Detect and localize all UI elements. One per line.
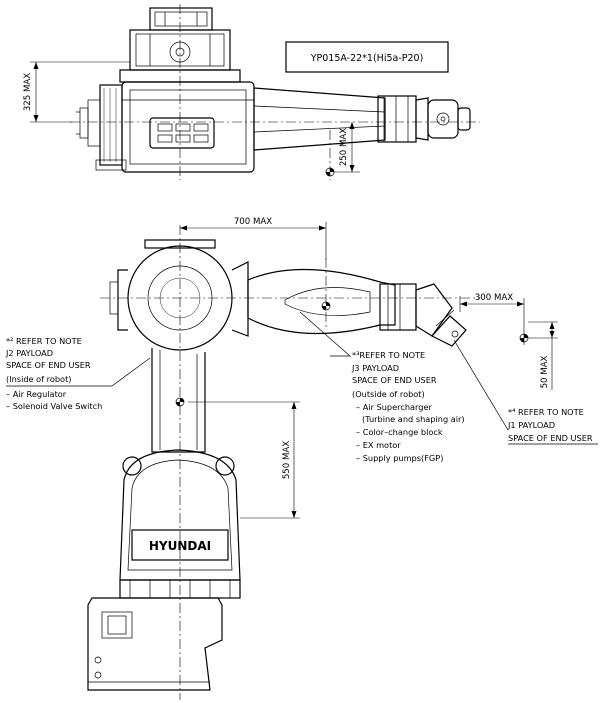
note-j1-payload: J1 PAYLOAD [507,420,555,430]
note-j2: *² REFER TO NOTE J2 PAYLOAD SPACE OF END… [5,336,102,411]
note-j2-location: (Inside of robot) [6,374,71,384]
note-j2-item: – Air Regulator [6,389,67,399]
note-j1-space: SPACE OF END USER [508,433,593,443]
note-j3-location: (Outside of robot) [352,389,425,399]
model-label: YP015A-22*1(Hi5a-P20) [310,53,424,64]
dim-300-max: 300 MAX [475,293,513,303]
note-j2-item: – Solenoid Valve Switch [6,401,102,411]
dim-550-max: 550 MAX [282,441,292,479]
top-view [30,4,480,180]
dim-250-max: 250 MAX [339,128,349,166]
dim-700-max: 700 MAX [234,217,272,227]
note-j2-payload: J2 PAYLOAD [5,348,53,358]
note-j3-item: – EX motor [356,440,401,450]
note-j3-space: SPACE OF END USER [352,375,437,385]
note-j1: *⁴ REFER TO NOTE J1 PAYLOAD SPACE OF END… [507,407,593,443]
note-j2-refer: *² REFER TO NOTE [6,336,82,346]
note-j3-refer: *³REFER TO NOTE [352,350,425,360]
side-view [6,222,598,700]
dim-50-max: 50 MAX [540,355,550,388]
note-j1-refer: *⁴ REFER TO NOTE [508,407,584,417]
note-j2-space: SPACE OF END USER [6,360,91,370]
note-j3-payload: J3 PAYLOAD [351,363,399,373]
note-j3-item: – Supply pumps(FGP) [356,453,443,463]
note-j3: *³REFER TO NOTE J3 PAYLOAD SPACE OF END … [351,350,465,463]
note-j3-item: – Air Supercharger [356,402,433,412]
brand-logo: HYUNDAI [149,539,211,553]
dim-325-max: 325 MAX [23,73,33,111]
note-j3-item: – Color–change block [356,427,443,437]
note-j3-item: (Turbine and shaping air) [362,414,465,424]
